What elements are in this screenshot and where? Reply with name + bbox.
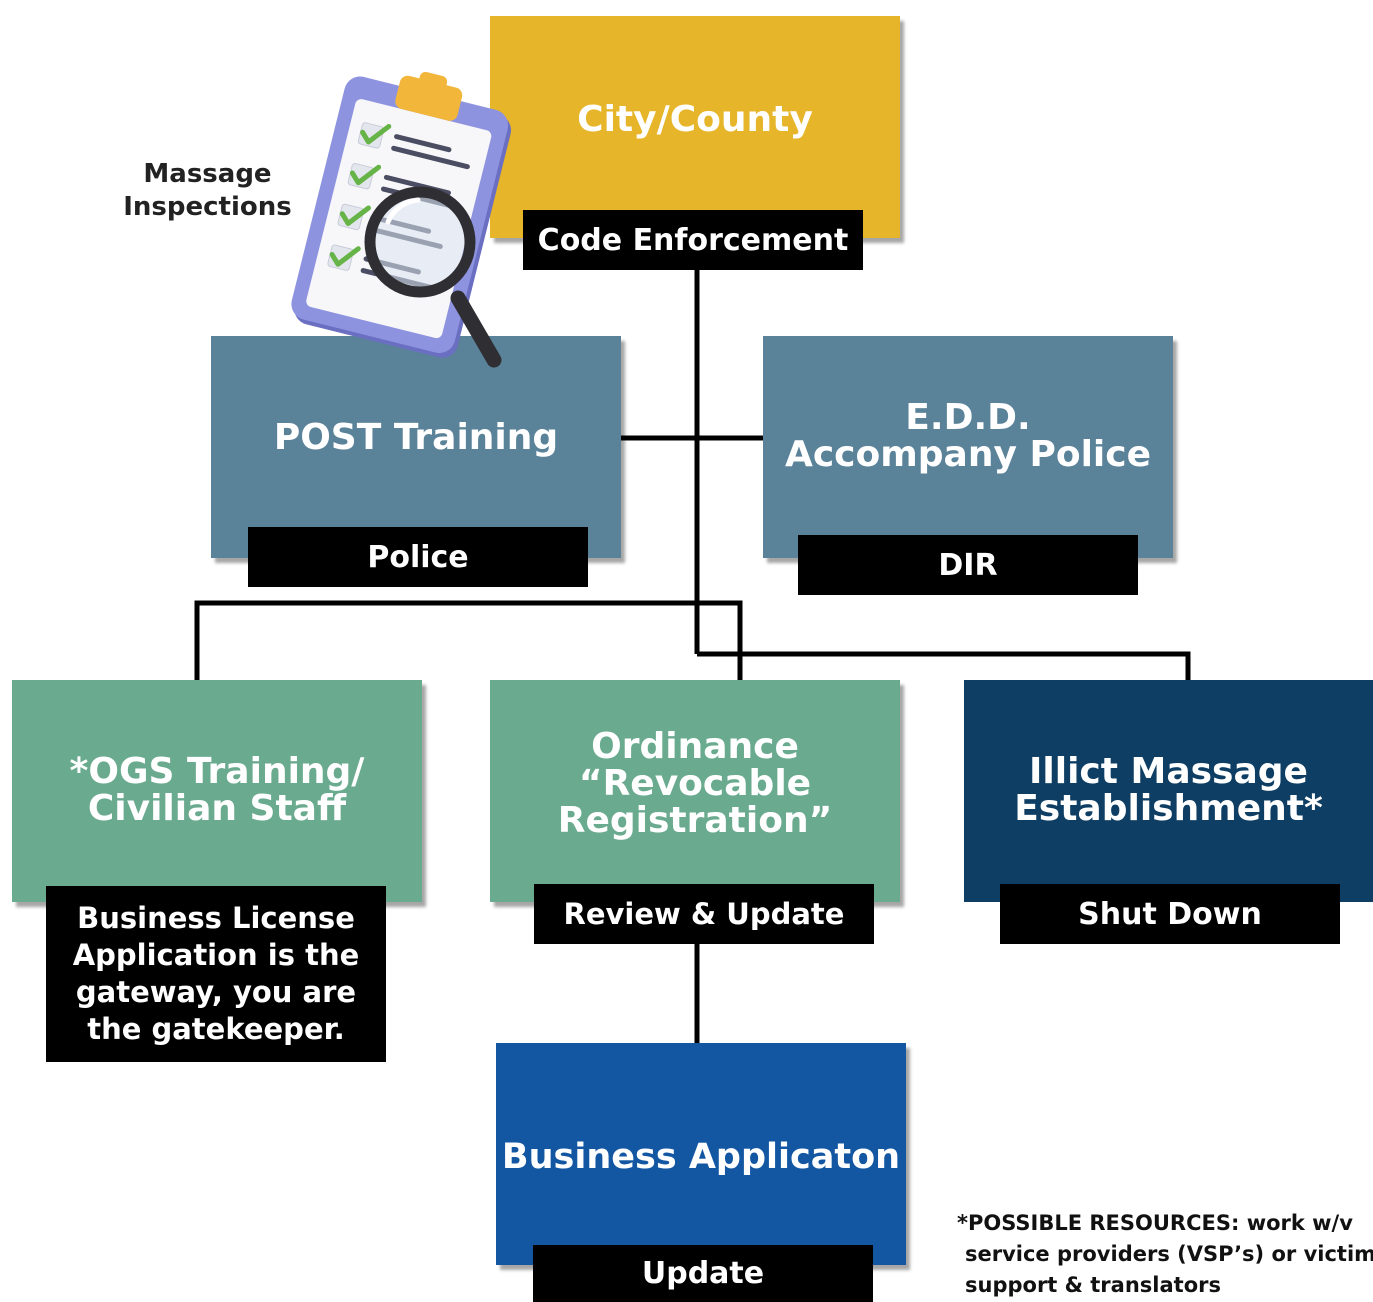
node-ogs-tag-line1: Business License: [77, 901, 355, 935]
node-ogs-title-line2: Civilian Staff: [87, 788, 347, 829]
node-edd-title-line1: E.D.D.: [905, 397, 1031, 438]
node-edd-tag: DIR: [798, 535, 1138, 595]
node-edd-title-line2: Accompany Police: [784, 434, 1152, 475]
footnote-line2: service providers (VSP’s) or victim: [965, 1242, 1373, 1266]
node-post-training-title: POST Training: [273, 417, 559, 458]
node-ogs-tag-line3: gateway, you are: [75, 975, 357, 1009]
node-ordinance-tag: Review & Update: [534, 884, 874, 944]
node-ogs-tag-line4: the gatekeeper.: [87, 1012, 345, 1046]
node-ogs-tag: Business License Application is the gate…: [46, 886, 386, 1062]
node-ogs-training: *OGS Training/ Civilian Staff: [12, 680, 422, 902]
footnote-line3: support & translators: [965, 1273, 1221, 1297]
massage-inspections-line1: Massage: [143, 159, 272, 189]
node-ogs-title-line1: *OGS Training/: [69, 751, 365, 792]
connector-ogs-branch: [194, 600, 743, 680]
node-business-application-tag: Update: [533, 1245, 873, 1302]
node-illicit-tag: Shut Down: [1000, 884, 1340, 944]
node-illicit-massage: Illict Massage Establishment*: [964, 680, 1373, 902]
node-illicit-title-line2: Establishment*: [1014, 788, 1323, 829]
node-ordinance-title-line1: Ordinance: [591, 726, 799, 767]
massage-inspections-line2: Inspections: [123, 191, 292, 222]
node-city-county-tag: Code Enforcement: [523, 210, 863, 270]
connector-illicit-branch: [697, 651, 1191, 680]
possible-resources-footnote: *POSSIBLE RESOURCES: work w/v service pr…: [957, 1208, 1373, 1301]
node-business-application: Business Applicaton: [496, 1043, 906, 1265]
clipboard-magnifier-icon: [291, 72, 512, 368]
node-post-training-tag: Police: [248, 527, 588, 587]
node-edd: E.D.D. Accompany Police: [763, 336, 1173, 558]
node-ordinance-title-line2: “Revocable: [578, 763, 812, 804]
node-city-county: City/County: [490, 16, 900, 238]
node-post-training: POST Training: [211, 336, 621, 558]
node-business-application-title: Business Applicaton: [501, 1137, 901, 1177]
node-ordinance-title-line3: Registration”: [557, 800, 833, 841]
node-ogs-tag-line2: Application is the: [72, 938, 360, 972]
footnote-line1: *POSSIBLE RESOURCES: work w/v: [957, 1211, 1353, 1235]
node-illicit-title-line1: Illict Massage: [1029, 751, 1308, 792]
node-ordinance: Ordinance “Revocable Registration”: [490, 680, 900, 902]
massage-inspections-label: Massage Inspections: [110, 158, 305, 223]
node-city-county-title: City/County: [577, 99, 813, 140]
